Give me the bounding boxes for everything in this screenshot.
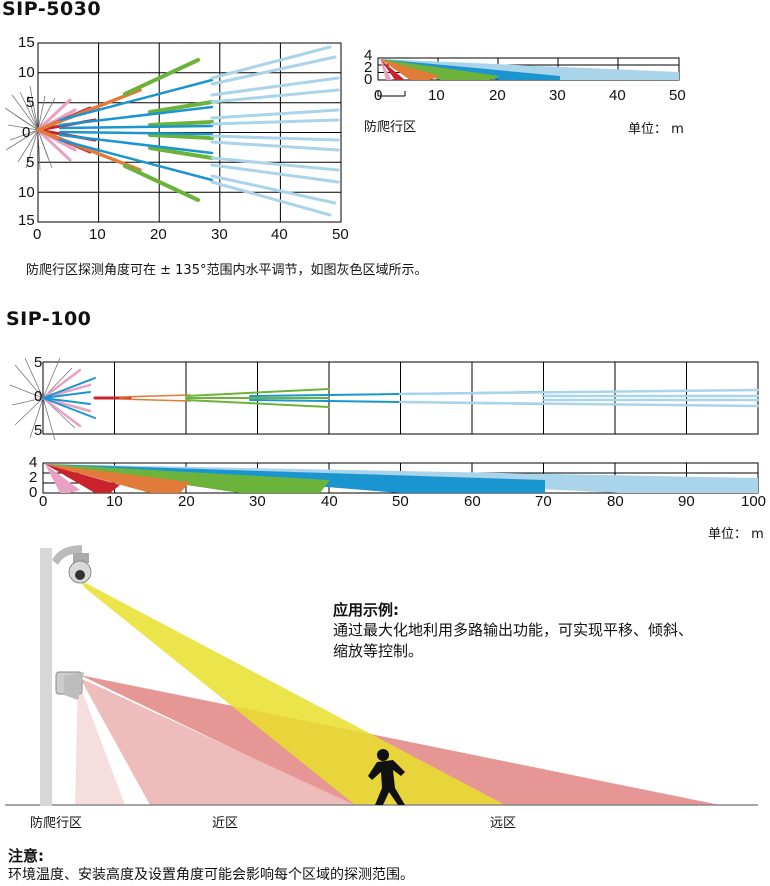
xtick: 0 [39, 493, 48, 510]
sip5030-title: SIP-5030 [2, 0, 102, 20]
xtick: 20 [178, 493, 195, 510]
zone-label-creep: 防爬行区 [30, 816, 83, 831]
ytick: 0 [22, 124, 31, 141]
ytick: 5 [34, 354, 43, 371]
ytick: 10 [18, 184, 35, 201]
xtick: 0 [374, 87, 383, 104]
footer-title: 注意: [8, 847, 44, 865]
pole-arm [52, 545, 82, 565]
sip5030-creep-gray [4, 85, 56, 171]
ytick: 5 [26, 94, 35, 111]
xtick: 20 [489, 87, 506, 104]
xtick: 10 [428, 87, 445, 104]
footer-text: 环境温度、安装高度及设置角度可能会影响每个区域的探测范围。 [8, 867, 414, 883]
creep-zone-label: 防爬行区 [364, 120, 417, 135]
ytick: 5 [26, 154, 35, 171]
ytick: 5 [34, 422, 43, 439]
xtick: 50 [332, 226, 349, 243]
xtick: 30 [211, 226, 228, 243]
xtick: 20 [150, 226, 167, 243]
sip100-top-beams [41, 368, 760, 428]
sip100-side-beams [45, 464, 758, 493]
ytick: 0 [34, 388, 43, 405]
application-title: 应用示例: [333, 601, 399, 619]
xtick: 40 [271, 226, 288, 243]
creep-zone-beam [75, 680, 125, 805]
xtick: 50 [669, 87, 686, 104]
application-line-1: 通过最大化地利用多路输出功能，可实现平移、倾斜、 [333, 621, 694, 639]
sip100-unit-label: 单位： m [708, 527, 764, 542]
xtick: 40 [609, 87, 626, 104]
ptz-camera-icon [68, 553, 92, 584]
ytick: 0 [364, 71, 373, 88]
application-line-2: 缩放等控制。 [333, 642, 424, 660]
xtick: 10 [89, 226, 106, 243]
ytick: 4 [364, 47, 373, 64]
zone-label-far: 远区 [490, 816, 517, 831]
xtick: 80 [607, 493, 624, 510]
detector-icon [55, 671, 84, 700]
xtick: 30 [249, 493, 266, 510]
xtick: 100 [741, 493, 767, 510]
pole [40, 548, 52, 806]
sip5030-top-beams [36, 45, 340, 217]
zone-label-near: 近区 [212, 816, 239, 831]
sip5030-side-beams [380, 59, 679, 80]
xtick: 40 [321, 493, 338, 510]
xtick: 90 [678, 493, 695, 510]
xtick: 70 [535, 493, 552, 510]
ytick: 10 [18, 64, 35, 81]
application-illustration [5, 545, 758, 806]
xtick: 0 [33, 226, 42, 243]
ytick: 0 [29, 484, 38, 501]
xtick: 60 [464, 493, 481, 510]
intruder-icon [368, 749, 405, 805]
ytick: 4 [29, 454, 38, 471]
near-zone-beam [80, 678, 355, 805]
unit-label: 单位： m [628, 122, 684, 137]
sip100-title: SIP-100 [6, 308, 92, 330]
ytick: 2 [364, 59, 373, 76]
sip5030-note: 防爬行区探测角度可在 ± 135°范围内水平调节，如图灰色区域所示。 [26, 263, 428, 278]
xtick: 30 [549, 87, 566, 104]
camera-view-beam [80, 580, 505, 805]
xtick: 10 [106, 493, 123, 510]
ytick: 15 [18, 212, 35, 229]
ytick: 15 [18, 34, 35, 51]
sip100-top-grid [42, 361, 759, 435]
ytick: 2 [29, 469, 38, 486]
xtick: 50 [392, 493, 409, 510]
